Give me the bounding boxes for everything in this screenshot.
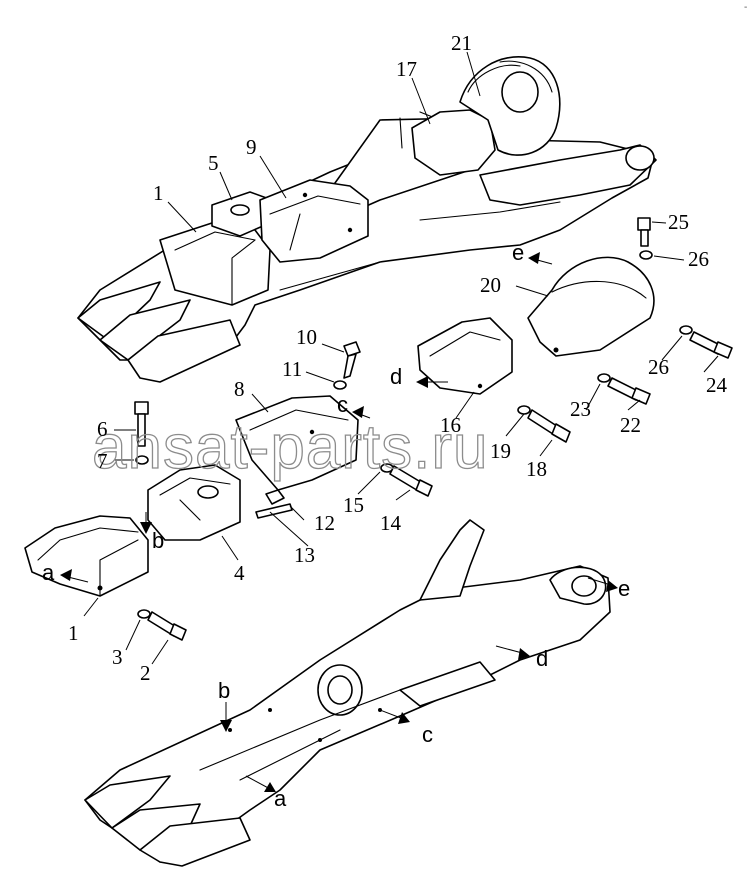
top-frame-shoe-3 xyxy=(127,319,241,383)
label-part-19: 19 xyxy=(490,439,511,463)
label-frame-a: a xyxy=(274,786,287,811)
label-frame-c: c xyxy=(422,722,433,747)
label-part-14: 14 xyxy=(380,511,402,535)
label-part-15: 15 xyxy=(343,493,364,517)
label-part-3: 3 xyxy=(112,645,123,669)
pin-13 xyxy=(255,503,293,519)
bolt-10-washer-11 xyxy=(333,341,361,390)
label-part-9: 9 xyxy=(246,135,257,159)
label-part-2: 2 xyxy=(140,661,151,685)
label-frame-b: b xyxy=(218,678,230,703)
bottom-track-frame xyxy=(84,519,611,867)
label-arrow-e-top: e xyxy=(512,240,524,265)
bolt-14-washer-15 xyxy=(380,463,433,497)
top-idler-boss xyxy=(625,145,655,171)
label-part-8: 8 xyxy=(234,377,245,401)
label-part-11: 11 xyxy=(282,357,302,381)
label-part-26-top: 26 xyxy=(688,247,709,271)
label-part-6: 6 xyxy=(97,417,108,441)
bolt-2-washer-3 xyxy=(137,609,187,641)
bolt-24-washer-26 xyxy=(679,325,733,359)
top-frame-shoe-2 xyxy=(99,299,191,361)
label-part-24: 24 xyxy=(706,373,728,397)
watermark-text: ansat-parts.ru xyxy=(92,413,489,482)
label-part-21: 21 xyxy=(451,31,472,55)
top-track-frame-assembly xyxy=(77,56,657,383)
label-part-13: 13 xyxy=(294,543,315,567)
bolt-25-washer-26 xyxy=(637,217,653,260)
top-idler-yoke xyxy=(479,144,657,206)
label-arrow-a-top: a xyxy=(42,560,55,585)
label-part-16: 16 xyxy=(440,413,461,437)
label-part-23: 23 xyxy=(570,397,591,421)
label-part-17: 17 xyxy=(396,57,417,81)
part-number-labels: 21 17 9 5 1 25 26 e 20 10 11 d 8 c 6 7 b… xyxy=(42,31,728,811)
corner-mark: - xyxy=(744,2,747,13)
label-part-10: 10 xyxy=(296,325,317,349)
label-part-4: 4 xyxy=(234,561,245,585)
top-frame-shoe-1 xyxy=(77,281,161,341)
bolt-22-washer-23 xyxy=(597,373,651,405)
label-part-18: 18 xyxy=(526,457,547,481)
label-part-12: 12 xyxy=(314,511,335,535)
label-part-22: 22 xyxy=(620,413,641,437)
label-frame-e: e xyxy=(618,576,630,601)
label-arrow-c-top: c xyxy=(337,392,348,417)
bolt-18-washer-19 xyxy=(517,405,571,443)
bracket-4 xyxy=(147,464,241,541)
leader-lines xyxy=(83,51,719,665)
callout-arrows xyxy=(60,252,618,792)
bolt-6-washer-7 xyxy=(134,401,149,465)
top-guard-17 xyxy=(411,109,496,176)
label-arrow-d-top: d xyxy=(390,364,402,389)
label-part-1-top: 1 xyxy=(153,181,164,205)
label-part-1-mid: 1 xyxy=(68,621,79,645)
label-part-25: 25 xyxy=(668,210,689,234)
label-frame-d: d xyxy=(536,646,548,671)
nut-12 xyxy=(265,489,285,505)
label-part-5: 5 xyxy=(208,151,219,175)
guard-20 xyxy=(527,256,655,357)
cover-8 xyxy=(235,395,359,491)
cover-16 xyxy=(417,317,513,395)
label-part-26-mid: 26 xyxy=(648,355,669,379)
label-arrow-b-top: b xyxy=(152,528,164,553)
cover-1-exploded xyxy=(24,515,149,597)
label-part-7: 7 xyxy=(97,449,108,473)
label-part-20: 20 xyxy=(480,273,501,297)
